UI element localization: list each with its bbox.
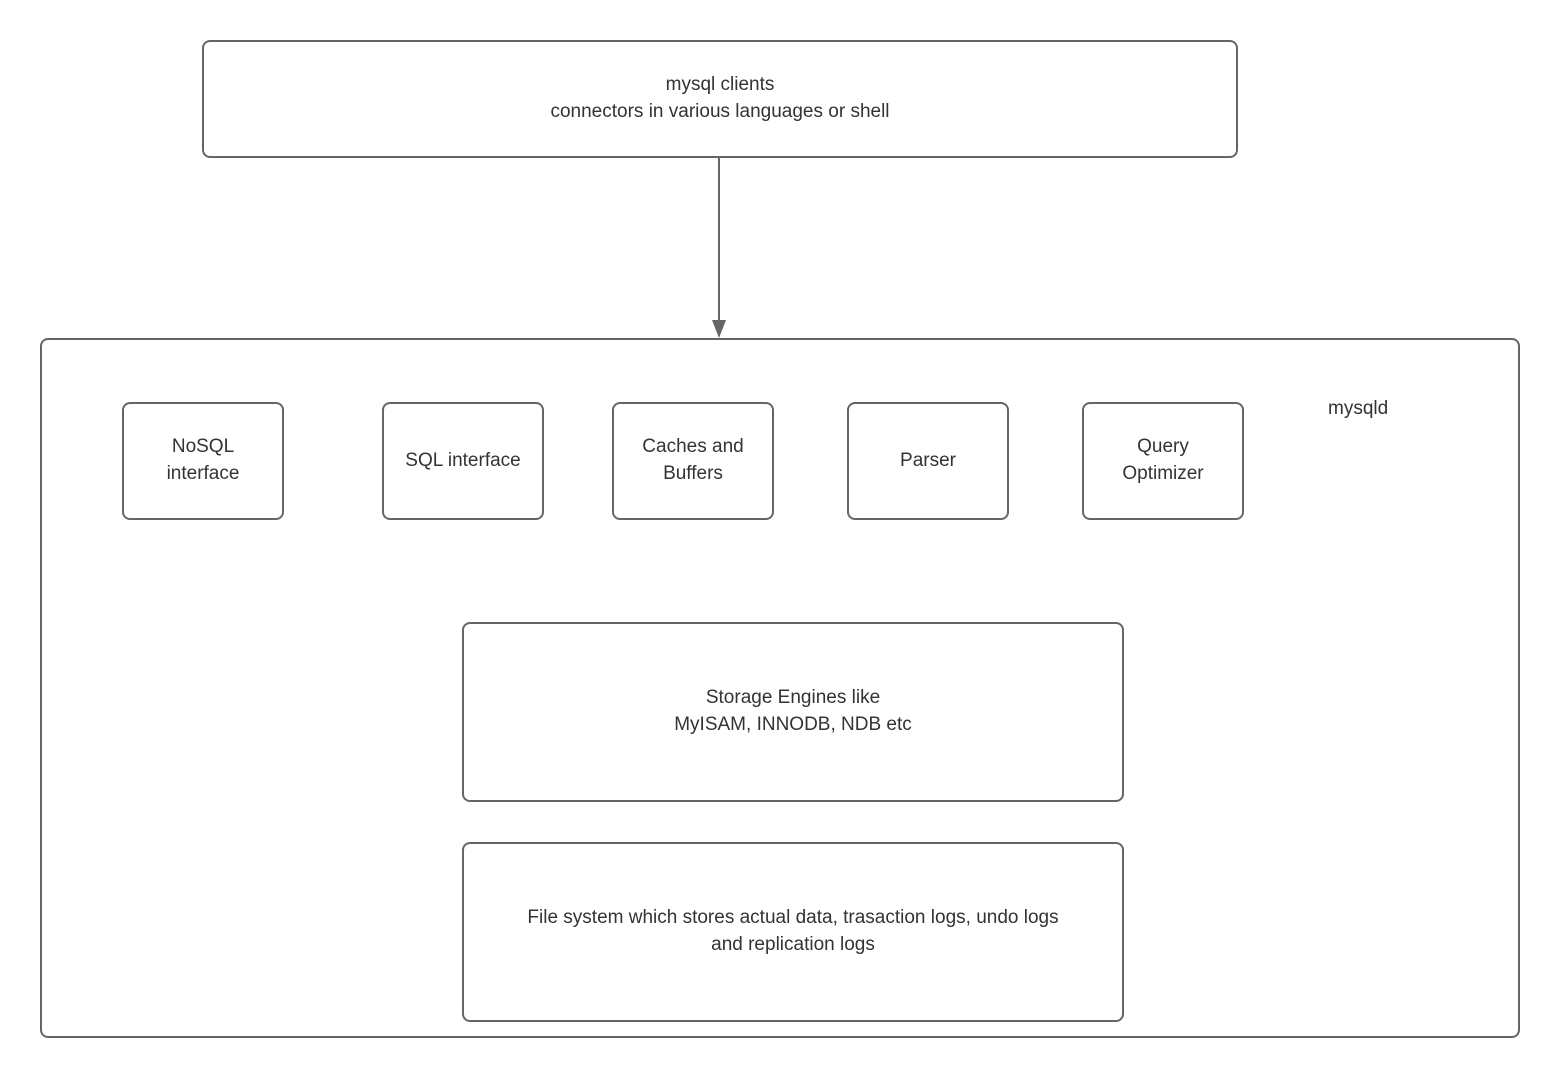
query-optimizer-label: Query Optimizer [1122,436,1204,484]
mysql-clients-box: mysql clients connectors in various lang… [202,40,1238,158]
mysql-clients-label: mysql clients connectors in various lang… [550,74,890,122]
parser-box: Parser [847,402,1009,520]
sql-interface-box: SQL interface [382,402,544,520]
caches-buffers-label: Caches and Buffers [642,436,744,484]
caches-buffers-box: Caches and Buffers [612,402,774,520]
nosql-interface-label: NoSQL interface [166,436,240,484]
file-system-label: File system which stores actual data, tr… [527,907,1059,955]
storage-engines-box: Storage Engines like MyISAM, INNODB, NDB… [462,622,1124,802]
down-arrow-icon [712,158,726,338]
mysqld-label: mysqld [1328,398,1389,419]
parser-label: Parser [900,449,956,471]
file-system-box: File system which stores actual data, tr… [462,842,1124,1022]
mysqld-container-box: mysqld NoSQL interface SQL interface Cac… [40,338,1520,1038]
nosql-interface-box: NoSQL interface [122,402,284,520]
storage-engines-label: Storage Engines like MyISAM, INNODB, NDB… [674,687,912,735]
sql-interface-label: SQL interface [405,449,521,471]
query-optimizer-box: Query Optimizer [1082,402,1244,520]
